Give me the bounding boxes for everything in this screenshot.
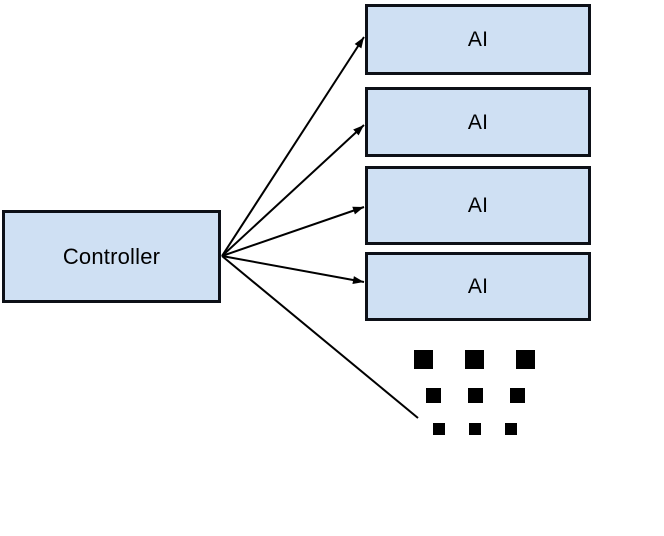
ellipsis-square-r1-c2 xyxy=(465,350,484,369)
agent-node-3[interactable]: AI xyxy=(365,166,591,245)
agent-node-4[interactable]: AI xyxy=(365,252,591,321)
agent-node-label: AI xyxy=(467,194,489,217)
ellipsis-square-r1-c3 xyxy=(516,350,535,369)
connector-arrowhead-1 xyxy=(354,37,364,49)
controller-node-label: Controller xyxy=(62,243,161,269)
connector-line-1 xyxy=(221,36,365,257)
ellipsis-square-r3-c2 xyxy=(469,423,481,435)
connector-arrowhead-3 xyxy=(352,206,364,215)
agent-node-label: AI xyxy=(467,28,489,51)
connector-line-2 xyxy=(221,124,365,257)
agent-node-label: AI xyxy=(467,275,489,298)
ellipsis-square-r2-c2 xyxy=(468,388,483,403)
connector-arrowhead-4 xyxy=(352,276,364,284)
agent-node-2[interactable]: AI xyxy=(365,87,591,157)
agent-node-1[interactable]: AI xyxy=(365,4,591,75)
agent-node-label: AI xyxy=(467,110,489,134)
connector-line-3 xyxy=(221,206,365,257)
ellipsis-square-r3-c3 xyxy=(505,423,517,435)
ellipsis-square-r2-c3 xyxy=(510,388,525,403)
ellipsis-square-r2-c1 xyxy=(426,388,441,403)
ellipsis-square-r1-c1 xyxy=(414,350,433,369)
connector-line-4 xyxy=(221,255,365,283)
connector-arrowhead-2 xyxy=(353,125,364,136)
controller-node[interactable]: Controller xyxy=(2,210,221,303)
ellipsis-square-r3-c1 xyxy=(433,423,445,435)
